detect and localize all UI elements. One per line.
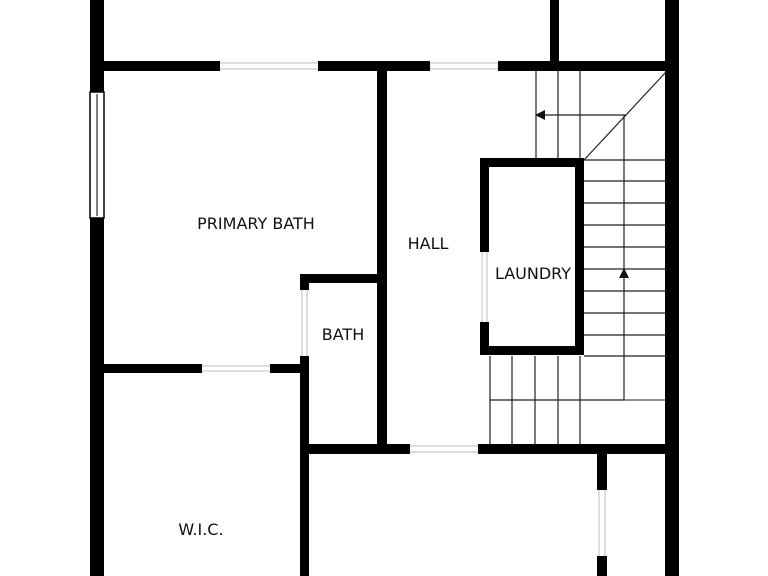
stair-walk-line — [490, 114, 626, 401]
room-label-primary-bath: PRIMARY BATH — [197, 214, 315, 233]
stair-arrow-left-icon — [535, 110, 545, 120]
door-primary-bath — [220, 61, 318, 71]
door-hall-bottom — [410, 444, 478, 454]
wall-top-partition-1 — [550, 0, 559, 62]
openings — [89, 61, 607, 556]
wall-laundry-right — [575, 158, 584, 355]
door-lower-partition — [597, 490, 607, 556]
wall-hall-left — [377, 66, 387, 452]
stair-arrow-up-icon — [619, 268, 629, 278]
room-label-bath: BATH — [322, 325, 364, 344]
wall-bath-top — [300, 274, 382, 283]
wall-laundry-top — [480, 158, 584, 167]
door-laundry — [480, 252, 489, 322]
door-wic — [202, 364, 270, 373]
wall-right-exterior — [665, 0, 679, 576]
wall-bath-left — [300, 274, 309, 576]
door-hall-top — [430, 61, 498, 71]
room-label-wic: W.I.C. — [178, 520, 223, 539]
room-label-laundry: LAUNDRY — [495, 264, 571, 283]
wall-left-exterior — [90, 0, 104, 576]
wall-bottom-horizontal — [300, 444, 670, 454]
door-bath — [300, 290, 309, 356]
wall-laundry-bottom — [480, 346, 584, 355]
staircase — [489, 70, 667, 444]
room-label-hall: HALL — [408, 234, 449, 253]
